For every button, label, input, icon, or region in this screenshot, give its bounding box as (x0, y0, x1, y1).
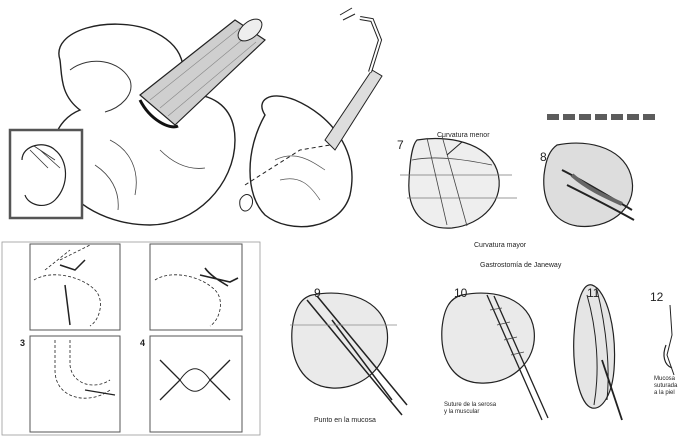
label-sutura-line1: Suture de la serosa (444, 402, 496, 409)
decorative-dash-bar (547, 114, 659, 120)
step-number-10: 10 (454, 286, 467, 300)
label-mucosa-line2: suturada (654, 383, 677, 390)
janeway-sequence: 7 8 9 10 11 12 Curvatura menor Curvatura… (262, 100, 686, 437)
figure-title: Gastrostomía de Janeway (480, 262, 561, 269)
step-number-9: 9 (314, 286, 321, 300)
numbered-steps-drawing (0, 240, 262, 437)
step-number-12: 12 (650, 290, 663, 304)
label-mucosa-line3: a la piel (654, 390, 677, 397)
janeway-drawing (262, 100, 686, 437)
label-curvatura-menor: Curvatura menor (437, 132, 490, 139)
numbered-steps-panel: 3 4 (0, 240, 262, 437)
label-mucosa-piel: Mucosa suturada a la piel (654, 376, 677, 397)
step-number-7: 7 (397, 138, 404, 152)
step-number-4: 4 (140, 338, 145, 348)
label-mucosa-line1: Mucosa (654, 376, 677, 383)
label-sutura-line2: y la muscular (444, 409, 496, 416)
step-number-11: 11 (587, 286, 599, 300)
step-number-8: 8 (540, 150, 547, 164)
step-number-3: 3 (20, 338, 25, 348)
label-sutura-serosa: Suture de la serosa y la muscular (444, 402, 496, 416)
label-curvatura-mayor: Curvatura mayor (474, 242, 526, 249)
label-punto-mucosa: Punto en la mucosa (314, 417, 376, 424)
